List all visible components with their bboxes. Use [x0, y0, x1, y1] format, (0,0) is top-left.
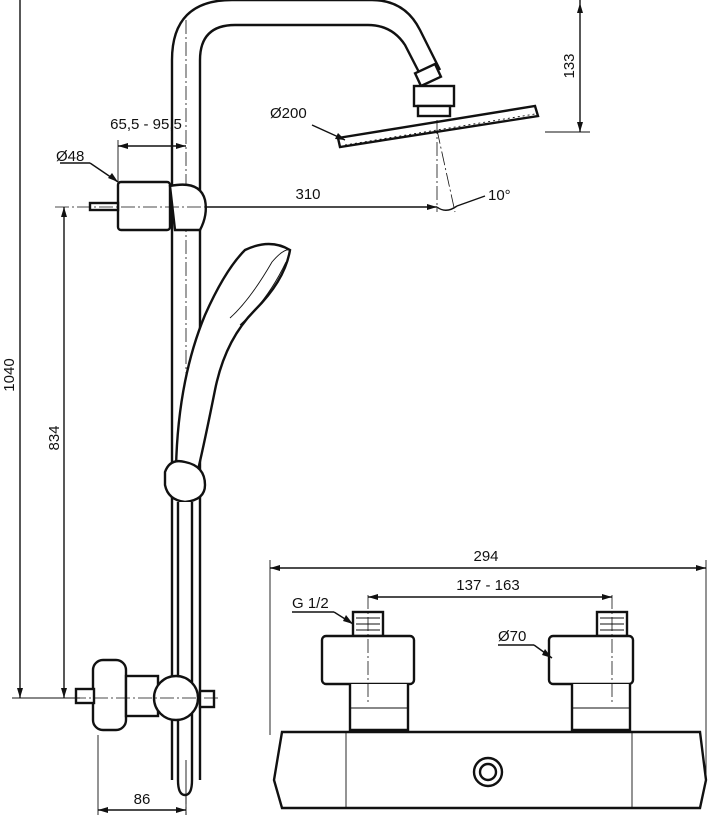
mixer-front [272, 595, 708, 810]
head-projection-label: 310 [295, 186, 320, 203]
dim-wall-offset: 65,5 - 95,5 [110, 116, 186, 182]
dim-arm-drop: 133 [545, 0, 590, 133]
bracket-diameter-label: Ø48 [56, 148, 84, 165]
head-diameter-label: Ø200 [270, 105, 307, 122]
arm-drop-label: 133 [561, 53, 578, 78]
shower-head [336, 62, 540, 213]
dim-mixer-projection: 86 [97, 735, 187, 815]
inlet-thread-label: G 1/2 [292, 595, 329, 612]
dim-eccentric-diameter: Ø70 [498, 628, 553, 659]
hand-shower [163, 242, 292, 797]
wall-bracket [55, 180, 240, 232]
head-angle-label: 10° [488, 187, 511, 204]
dim-head-angle: 10° [436, 187, 511, 211]
dim-head-projection: 310 [205, 186, 437, 210]
dim-head-diameter: Ø200 [270, 105, 346, 141]
dim-inlet-thread: G 1/2 [292, 595, 354, 625]
dim-outlet-height: 834 [46, 207, 67, 698]
dim-bracket-diameter: Ø48 [56, 148, 119, 183]
dim-mixer-width: 294 [269, 548, 707, 780]
mixer-projection-label: 86 [134, 791, 151, 808]
wall-offset-label: 65,5 - 95,5 [110, 116, 182, 133]
eccentric-diameter-label: Ø70 [498, 628, 526, 645]
inlet-spacing-label: 137 - 163 [456, 577, 519, 594]
height-total-label: 1040 [1, 358, 18, 391]
dim-inlet-spacing: 137 - 163 [368, 577, 612, 600]
height-outlet-label: 834 [46, 425, 63, 450]
mixer-width-label: 294 [473, 548, 498, 565]
dim-total-height: 1040 [1, 0, 80, 699]
